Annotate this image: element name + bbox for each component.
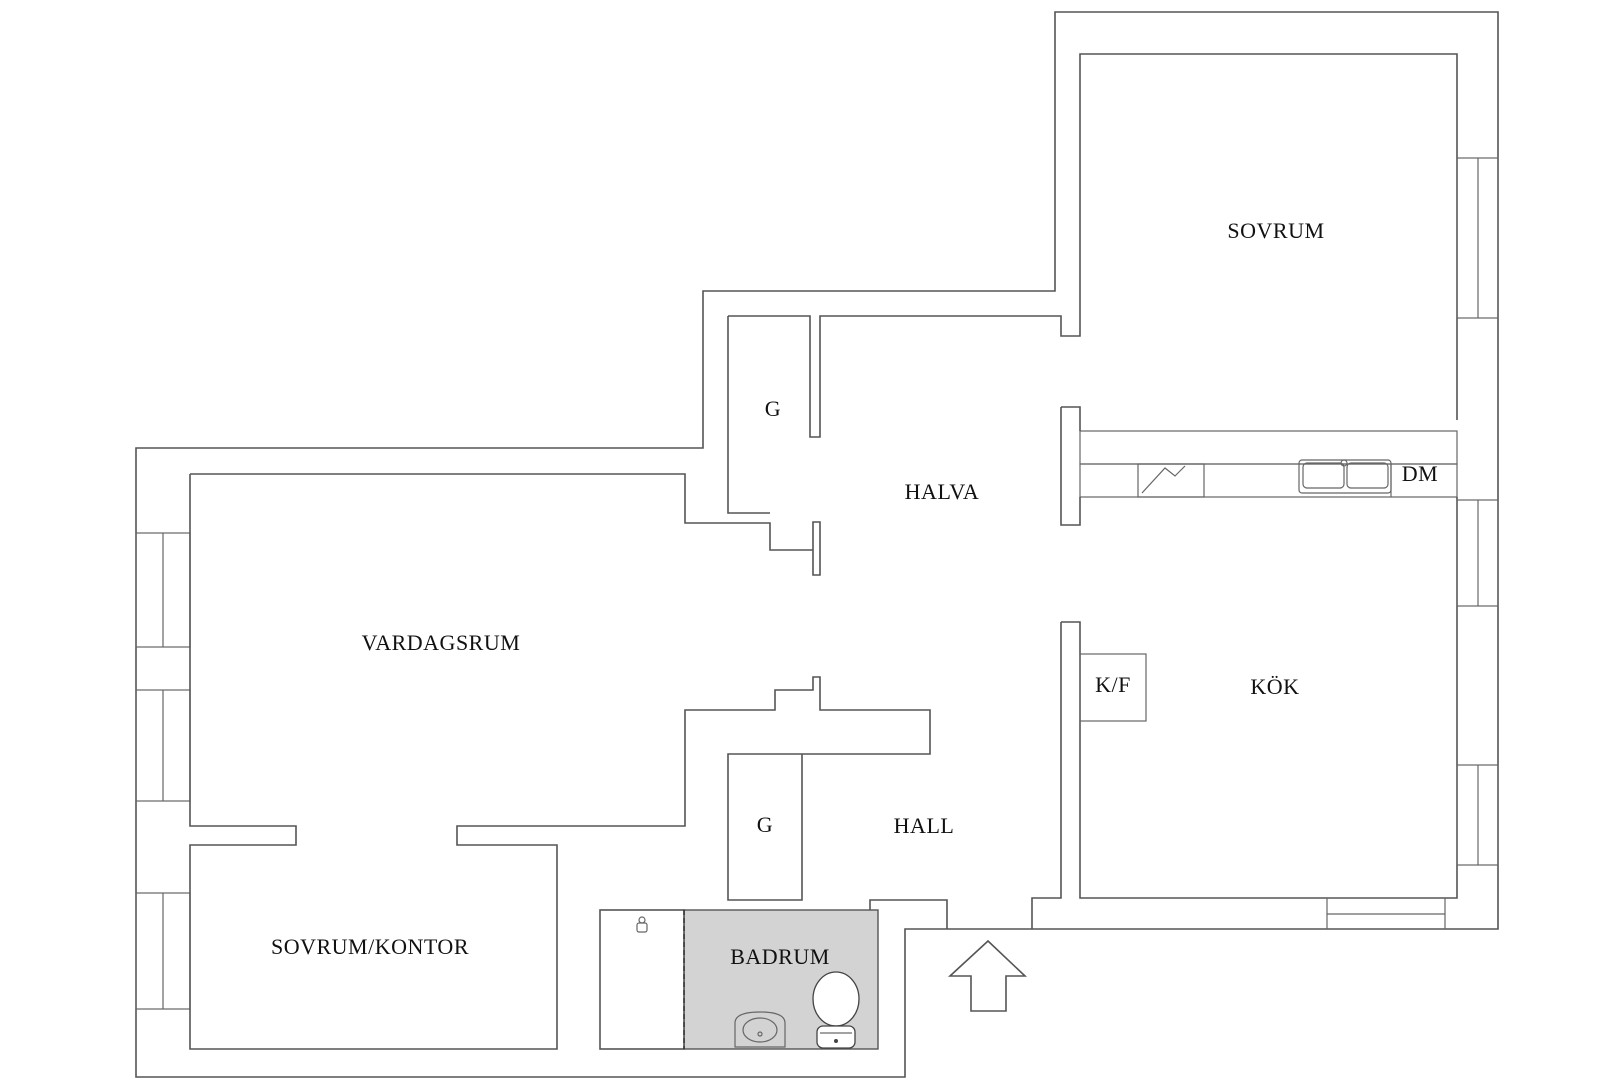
vardagsrum-windows	[135, 532, 191, 1010]
room-label-g-lower: G	[757, 812, 773, 837]
sink-icon	[734, 1011, 786, 1048]
halva-walls	[1031, 406, 1458, 929]
sovrum-window	[1456, 157, 1499, 319]
room-label-kf: K/F	[1095, 672, 1131, 697]
room-label-badrum: BADRUM	[730, 944, 830, 969]
kitchen-counter	[1079, 430, 1458, 498]
bathroom	[599, 909, 879, 1050]
kitchen-sink-icon	[1298, 459, 1392, 494]
room-label-vardagsrum: VARDAGSRUM	[362, 630, 521, 655]
room-label-hall: HALL	[894, 813, 955, 838]
entrance-arrow-icon	[947, 939, 1028, 1012]
kok-windows	[1326, 499, 1499, 930]
stove-mark	[1141, 465, 1186, 494]
room-label-halva: HALVA	[905, 479, 980, 504]
room-label-sovrum-kontor: SOVRUM/KONTOR	[271, 934, 469, 959]
outer-walls	[135, 11, 1499, 1078]
shower-icon	[636, 916, 648, 933]
interior-walls	[189, 474, 948, 1050]
room-label-dm: DM	[1402, 461, 1438, 486]
kf-box	[1079, 653, 1147, 722]
room-label-g-upper: G	[765, 396, 781, 421]
toilet-icon	[812, 971, 860, 1049]
stove-icon	[1137, 463, 1205, 498]
room-label-kok: KÖK	[1250, 674, 1299, 699]
room-label-sovrum: SOVRUM	[1227, 218, 1324, 243]
